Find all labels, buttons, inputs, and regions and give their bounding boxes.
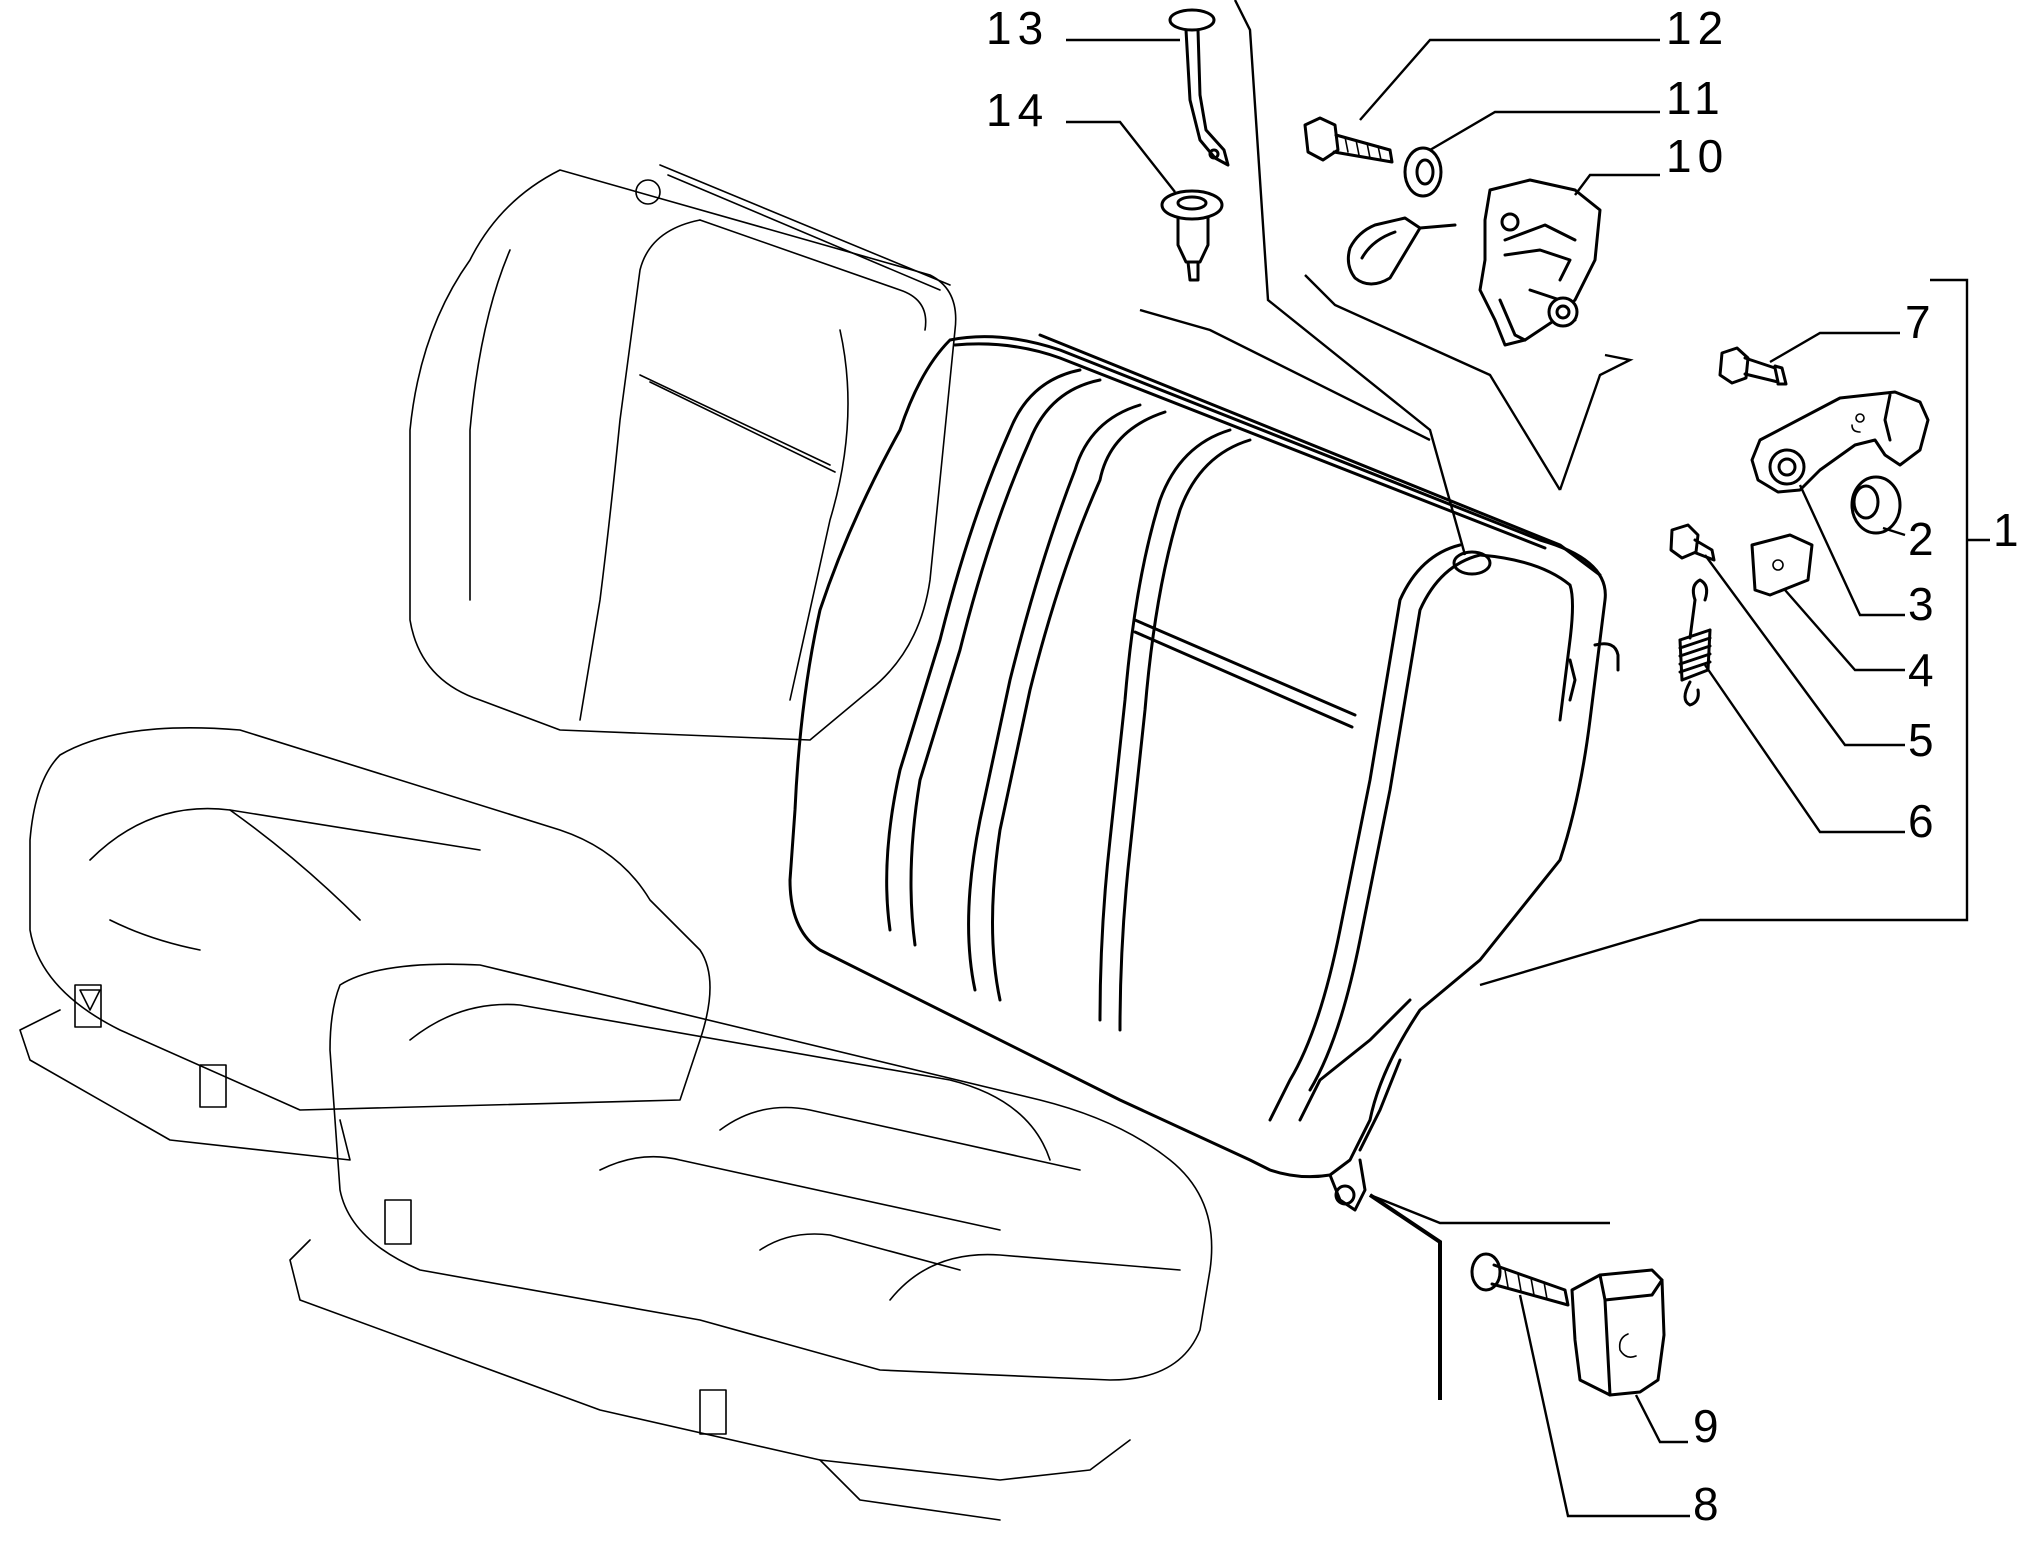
part-10-hinge-bracket — [1346, 178, 1602, 347]
left-seat-cushion-outline — [29, 726, 711, 1111]
part-5-pin — [1669, 523, 1716, 562]
part-14-headrest-bushing — [1160, 189, 1224, 282]
callout-1: 1 — [1993, 504, 2020, 556]
callout-3: 3 — [1908, 578, 1940, 630]
part-3-lever-plate — [1750, 390, 1930, 494]
callout-11: 11 — [1666, 72, 1726, 124]
right-seat-cushion-outline — [329, 963, 1213, 1381]
rear-backrest-outline — [409, 169, 957, 741]
part-9-cover-cap — [1570, 1268, 1666, 1397]
callout-6: 6 — [1908, 795, 1940, 847]
callout-labels: 13 14 12 11 10 7 1 2 3 4 5 6 9 8 — [986, 2, 2020, 1530]
part-6-spring — [1678, 578, 1712, 707]
callout-4: 4 — [1908, 644, 1940, 696]
callout-8: 8 — [1693, 1478, 1725, 1530]
part-8-bolt — [1470, 1252, 1570, 1307]
main-backrest — [788, 333, 1620, 1212]
callout-12: 12 — [1666, 2, 1729, 54]
background-seat-assembly — [19, 164, 1213, 1521]
callout-14: 14 — [986, 84, 1049, 136]
part-12-bolt — [1303, 116, 1394, 164]
callout-13: 13 — [986, 2, 1049, 54]
callout-9: 9 — [1693, 1400, 1725, 1452]
part-11-washer — [1403, 146, 1443, 198]
callout-5: 5 — [1908, 714, 1940, 766]
callout-7: 7 — [1905, 296, 1937, 348]
part-4-cover-plate — [1750, 533, 1814, 597]
leader-lines — [1066, 0, 1990, 1518]
part-2-bushing — [1850, 475, 1902, 535]
callout-2: 2 — [1908, 513, 1940, 565]
callout-10: 10 — [1666, 130, 1729, 182]
backrest-outer-outline — [788, 335, 1607, 1179]
part-7-pivot-bolt — [1718, 346, 1788, 386]
part-13-headrest-guide — [1168, 8, 1230, 167]
